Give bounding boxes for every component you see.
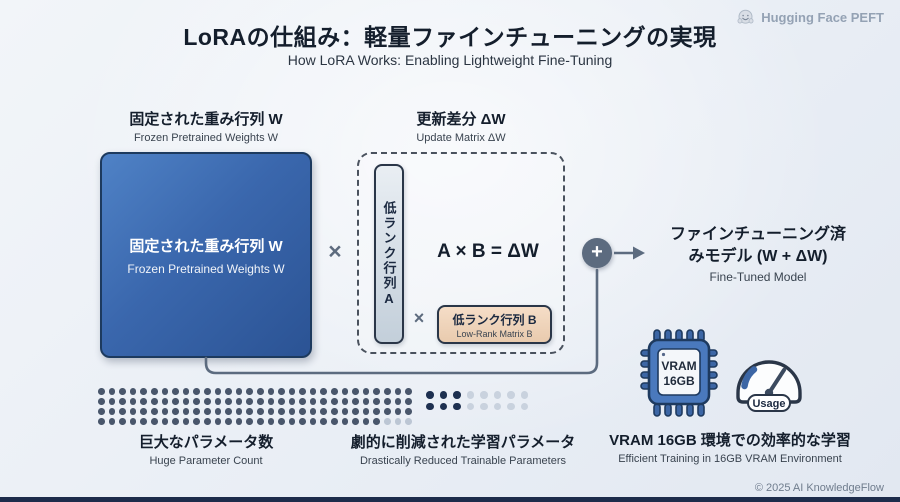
huge-parameter-caption: 巨大なパラメータ数 Huge Parameter Count — [75, 431, 337, 467]
badge-label: Hugging Face PEFT — [761, 10, 884, 25]
hugging-face-icon — [736, 8, 755, 27]
frozen-box-label-jp: 固定された重み行列 W — [129, 237, 283, 255]
vram-caption-en: Efficient Training in 16GB VRAM Environm… — [618, 453, 842, 465]
multiply-sign-outer: × — [328, 238, 342, 264]
huge-caption-jp: 巨大なパラメータ数 — [138, 434, 274, 451]
gauge-label: Usage — [752, 398, 785, 410]
frozen-weights-heading: 固定された重み行列 W Frozen Pretrained Weights W — [95, 108, 317, 144]
vram-caption-jp: VRAM 16GB 環境での効率的な学習 — [609, 432, 851, 449]
matrix-b-label-jp: 低ランク行列 B — [452, 312, 537, 327]
chip-label-line2: 16GB — [663, 374, 695, 388]
matrix-a-label: 低ランク行列A — [381, 200, 397, 308]
vram-chip-icon: VRAM 16GB — [640, 328, 718, 423]
frozen-heading-en: Frozen Pretrained Weights W — [133, 132, 279, 144]
equation-label: A × B = ΔW — [437, 241, 539, 262]
page-title: LoRAの仕組み：軽量ファインチューニングの実現 — [183, 24, 717, 50]
result-jp-line2: みモデル (W + ΔW) — [688, 247, 828, 265]
vram-caption: VRAM 16GB 環境での効率的な学習 Efficient Training … — [592, 429, 868, 465]
chip-label-line1: VRAM — [661, 359, 696, 373]
low-rank-matrix-a-box: 低ランク行列A — [374, 164, 404, 344]
usage-gauge-icon: Usage — [734, 343, 804, 418]
huge-parameter-dot-grid — [98, 388, 412, 425]
frozen-weights-box: 固定された重み行列 W Frozen Pretrained Weights W — [100, 152, 312, 358]
page-subtitle: How LoRA Works: Enabling Lightweight Fin… — [287, 52, 613, 68]
reduced-caption-jp: 劇的に削減された学習パラメータ — [350, 434, 576, 451]
frozen-box-label-en: Frozen Pretrained Weights W — [127, 261, 285, 276]
update-heading-jp: 更新差分 ΔW — [416, 111, 506, 128]
matrix-b-label-en: Low-Rank Matrix B — [456, 328, 533, 339]
fine-tuned-model-label: ファインチューニング済 みモデル (W + ΔW) Fine-Tuned Mod… — [648, 224, 868, 284]
bottom-accent-bar — [0, 497, 900, 502]
update-matrix-heading: 更新差分 ΔW Update Matrix ΔW — [351, 108, 571, 144]
reduced-caption-en: Drastically Reduced Trainable Parameters — [359, 455, 567, 467]
update-heading-en: Update Matrix ΔW — [416, 132, 506, 144]
result-en: Fine-Tuned Model — [709, 270, 807, 285]
plus-node: + — [582, 238, 612, 268]
frozen-heading-jp: 固定された重み行列 W — [129, 111, 283, 128]
reduced-parameter-caption: 劇的に削減された学習パラメータ Drastically Reduced Trai… — [332, 431, 594, 467]
reduced-parameter-dot-grid — [426, 391, 528, 410]
low-rank-matrix-b-box: 低ランク行列 B Low-Rank Matrix B — [437, 305, 552, 344]
huge-caption-en: Huge Parameter Count — [149, 455, 263, 467]
copyright-text: © 2025 AI KnowledgeFlow — [754, 482, 884, 494]
hugging-face-peft-badge: Hugging Face PEFT — [736, 8, 884, 27]
multiply-sign-inner: × — [413, 308, 425, 328]
result-jp-line1: ファインチューニング済 — [669, 226, 846, 243]
